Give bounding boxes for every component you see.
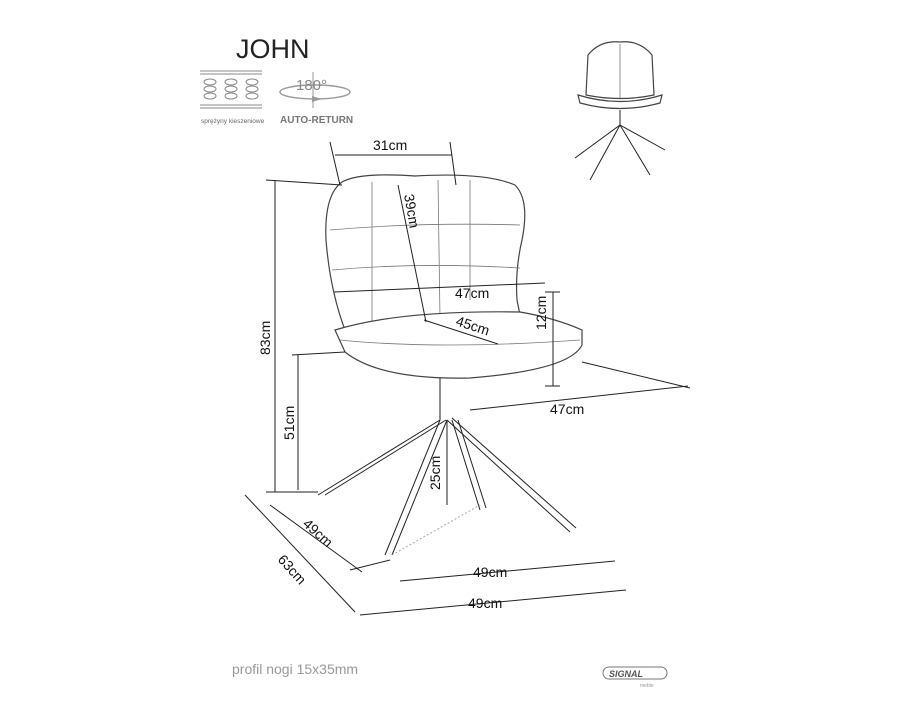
- springs-label: sprężyny kieszeniowe: [201, 118, 265, 125]
- rotation-value: 180°: [296, 77, 327, 94]
- dim-total-width: 49cm: [468, 595, 502, 611]
- dim-back-height: 39cm: [401, 193, 423, 229]
- signal-logo: SIGNAL meble: [602, 666, 668, 689]
- dim-seat-thickness: 12cm: [533, 296, 549, 330]
- rotate-arrow-icon: [279, 72, 351, 108]
- dim-total-height: 83cm: [257, 321, 273, 355]
- leg-profile-note: profil nogi 15x35mm: [232, 661, 358, 677]
- dim-seat-height: 51cm: [281, 406, 297, 440]
- chair-drawing: [317, 174, 583, 556]
- chair-rear-thumbnail: [574, 41, 666, 181]
- dim-base-depth: 49cm: [300, 515, 336, 550]
- dim-seat-width: 47cm: [550, 401, 584, 417]
- pocket-springs-icon: [200, 70, 262, 109]
- rotation-label: AUTO-RETURN: [280, 115, 353, 126]
- dimension-lines: [244, 141, 691, 616]
- dim-back-top-width: 31cm: [373, 137, 407, 153]
- dim-leg-height: 25cm: [427, 456, 443, 490]
- dim-back-width: 47cm: [455, 285, 489, 301]
- svg-text:SIGNAL: SIGNAL: [609, 669, 643, 679]
- dim-base-width: 49cm: [473, 564, 507, 580]
- dim-total-depth: 63cm: [275, 551, 310, 587]
- product-name: JOHN: [236, 34, 310, 64]
- svg-text:meble: meble: [640, 683, 654, 689]
